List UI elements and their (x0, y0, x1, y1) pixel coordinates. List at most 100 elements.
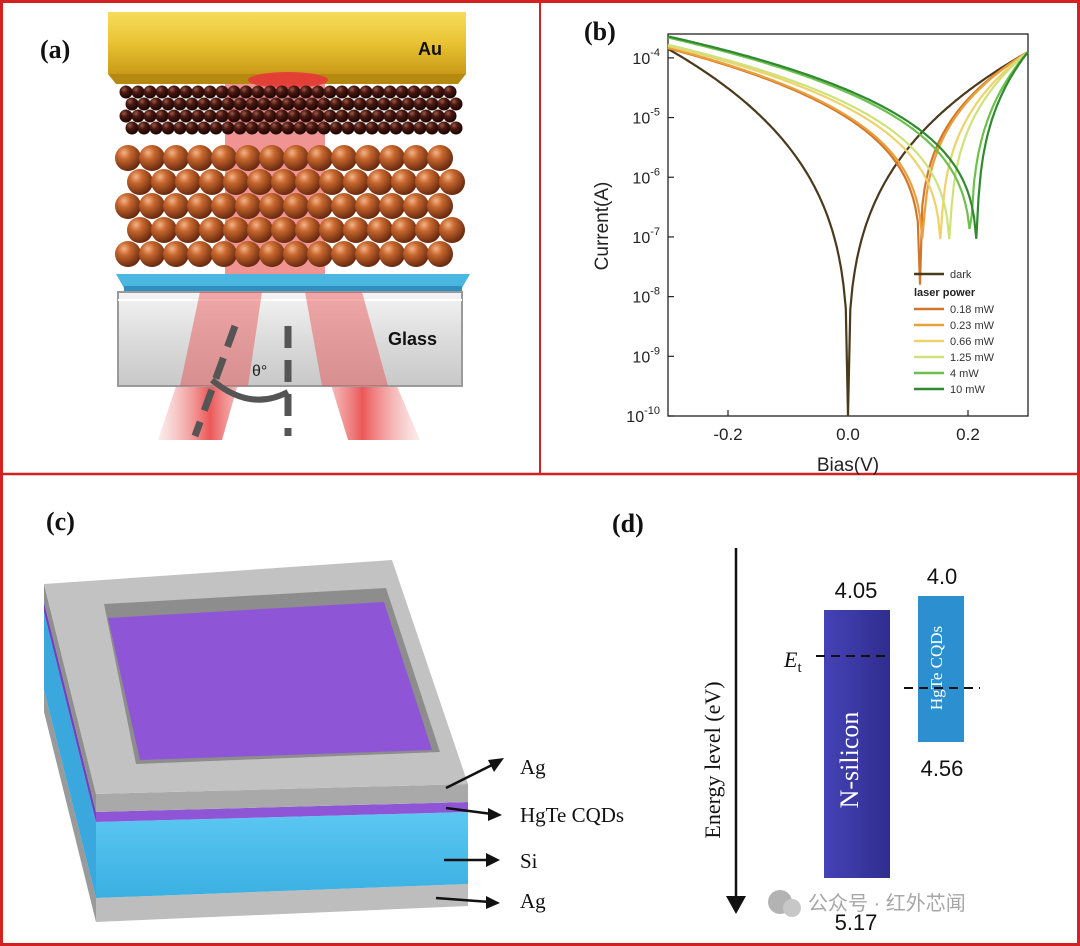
arrow-ag-top (445, 762, 495, 790)
cqd-nanoparticle (163, 241, 189, 267)
legend-label-dark: dark (950, 269, 972, 281)
beam-through-glass-right (305, 292, 388, 386)
cqd-nanoparticle (355, 145, 381, 171)
cqd-nanoparticle (427, 241, 453, 267)
arrow-ag-top-head (488, 758, 504, 772)
au-electrode (108, 12, 466, 74)
small-nanoparticle (371, 85, 385, 99)
small-nanoparticle (179, 109, 193, 123)
watermark: 公众号 · 红外芯闻 (768, 890, 966, 917)
small-nanoparticle (395, 85, 409, 99)
small-nanoparticle (161, 97, 175, 111)
small-nanoparticle (311, 109, 325, 123)
small-nanoparticle (389, 121, 403, 135)
cqd-nanoparticle (163, 145, 189, 171)
n-silicon-label: N-silicon (835, 712, 864, 809)
ag-top-frame-side (44, 584, 96, 812)
small-nanoparticle (203, 109, 217, 123)
cqd-nanoparticle (367, 217, 393, 243)
small-nanoparticle (263, 85, 277, 99)
cqd-nanoparticle (139, 193, 165, 219)
ag-bottom-label: Ag (520, 889, 546, 913)
small-nanoparticle (287, 85, 301, 99)
small-nanoparticle (335, 109, 349, 123)
small-nanoparticle (269, 121, 283, 135)
small-nanoparticle (437, 121, 451, 135)
small-nanoparticle (221, 121, 235, 135)
n-silicon-top-value: 4.05 (835, 578, 878, 603)
small-nanoparticle (239, 109, 253, 123)
small-nanoparticle (329, 97, 343, 111)
ag-top-frame-front (96, 784, 468, 812)
small-nanoparticle (161, 121, 175, 135)
cqd-nanoparticle (223, 169, 249, 195)
small-nanoparticle (407, 85, 421, 99)
cqd-nanoparticle (163, 193, 189, 219)
small-nanoparticle (251, 85, 265, 99)
si-layer-side (44, 612, 96, 898)
cqd-nanoparticle (175, 169, 201, 195)
small-nanoparticle (137, 97, 151, 111)
small-nanoparticle (227, 109, 241, 123)
cqd-nanoparticle (199, 169, 225, 195)
small-nanoparticle (149, 97, 163, 111)
small-nanoparticle (185, 121, 199, 135)
hgte-cqd-band (918, 596, 964, 742)
small-nanoparticle (305, 97, 319, 111)
small-nanoparticle (335, 85, 349, 99)
small-nanoparticle (413, 97, 427, 111)
cqd-nanoparticle (115, 193, 141, 219)
small-nanoparticle (359, 85, 373, 99)
cqd-nanoparticle (439, 217, 465, 243)
small-nanoparticle (395, 109, 409, 123)
cqd-nanoparticle (295, 217, 321, 243)
small-nanoparticle (437, 97, 451, 111)
arrow-hgte-head (488, 808, 502, 821)
small-nanoparticle (371, 109, 385, 123)
small-nanoparticle (281, 97, 295, 111)
small-nanoparticle (245, 121, 259, 135)
cqd-nanoparticle (211, 193, 237, 219)
small-nanoparticle (287, 109, 301, 123)
panel-b-label: (b) (584, 17, 616, 46)
small-nanoparticle (251, 109, 265, 123)
small-nanoparticle (347, 85, 361, 99)
small-nanoparticle (359, 109, 373, 123)
small-nanoparticle (299, 85, 313, 99)
small-nanoparticle (431, 109, 445, 123)
cqd-nanoparticle (115, 145, 141, 171)
small-nanoparticle (143, 85, 157, 99)
cqd-nanoparticle (439, 169, 465, 195)
cqd-nanoparticle (187, 241, 213, 267)
small-nanoparticle (443, 109, 457, 123)
cqd-nanoparticle (127, 217, 153, 243)
cqd-nanoparticle (319, 217, 345, 243)
small-nanoparticle (299, 109, 313, 123)
small-nanoparticle (323, 85, 337, 99)
cqd-nanoparticle (355, 193, 381, 219)
au-label: Au (418, 39, 442, 59)
hgte-cqd-thin-layer-side (44, 602, 96, 822)
cqd-nanoparticle (139, 145, 165, 171)
small-nanoparticle (221, 97, 235, 111)
cqd-nanoparticle (283, 241, 309, 267)
y-tick-label: 10-6 (632, 166, 660, 187)
cqd-nanoparticle (259, 145, 285, 171)
hgte-top-value: 4.0 (927, 564, 958, 589)
small-nanoparticle (257, 121, 271, 135)
n-silicon-bottom-value: 5.17 (835, 910, 878, 935)
cqd-nanoparticle (259, 193, 285, 219)
small-nanoparticle (173, 121, 187, 135)
iv-curve-0.66mw (667, 44, 1029, 240)
energy-axis-arrowhead (726, 896, 746, 914)
small-nanoparticle (365, 97, 379, 111)
hgte-cqd-label: HgTe CQDs (520, 803, 624, 827)
small-nanoparticle (275, 85, 289, 99)
watermark-text: 公众号 · 红外芯闻 (808, 892, 966, 915)
small-nanoparticle (137, 121, 151, 135)
x-axis-label: Bias(V) (817, 455, 879, 476)
cqd-nanoparticle (307, 241, 333, 267)
